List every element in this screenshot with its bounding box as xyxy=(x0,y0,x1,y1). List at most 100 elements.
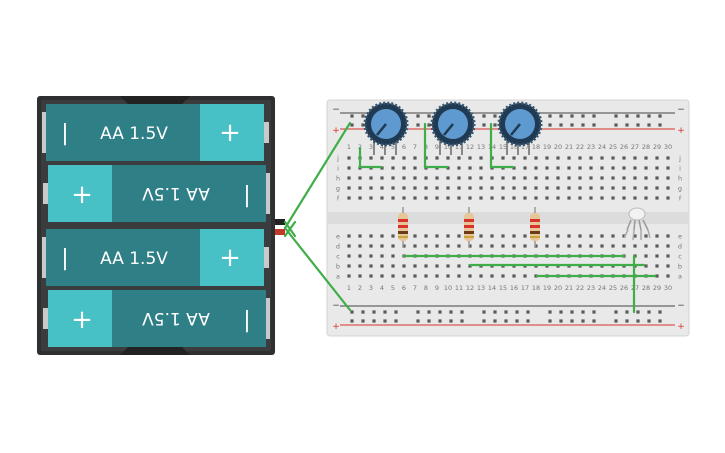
breadboard-hole[interactable] xyxy=(658,123,662,127)
breadboard-hole[interactable] xyxy=(391,264,395,268)
breadboard-hole[interactable] xyxy=(416,123,420,127)
breadboard-hole[interactable] xyxy=(512,176,516,180)
breadboard-hole[interactable] xyxy=(636,123,640,127)
breadboard-hole[interactable] xyxy=(482,123,486,127)
breadboard-hole[interactable] xyxy=(435,234,439,238)
breadboard-hole[interactable] xyxy=(504,310,508,314)
breadboard-hole[interactable] xyxy=(347,186,351,190)
breadboard-hole[interactable] xyxy=(482,319,486,323)
breadboard-hole[interactable] xyxy=(600,234,604,238)
breadboard-hole[interactable] xyxy=(614,310,618,314)
breadboard-hole[interactable] xyxy=(457,264,461,268)
breadboard-hole[interactable] xyxy=(534,196,538,200)
breadboard-hole[interactable] xyxy=(534,186,538,190)
breadboard-hole[interactable] xyxy=(369,244,373,248)
breadboard-hole[interactable] xyxy=(655,176,659,180)
breadboard-hole[interactable] xyxy=(413,234,417,238)
breadboard-hole[interactable] xyxy=(666,274,670,278)
breadboard-hole[interactable] xyxy=(523,196,527,200)
breadboard-hole[interactable] xyxy=(490,244,494,248)
breadboard-hole[interactable] xyxy=(468,244,472,248)
breadboard-hole[interactable] xyxy=(523,156,527,160)
breadboard-hole[interactable] xyxy=(347,274,351,278)
breadboard-hole[interactable] xyxy=(402,156,406,160)
breadboard-hole[interactable] xyxy=(479,186,483,190)
breadboard-hole[interactable] xyxy=(468,186,472,190)
breadboard-hole[interactable] xyxy=(655,264,659,268)
breadboard-hole[interactable] xyxy=(600,244,604,248)
breadboard-hole[interactable] xyxy=(391,176,395,180)
breadboard-hole[interactable] xyxy=(570,114,574,118)
breadboard-hole[interactable] xyxy=(501,176,505,180)
breadboard-hole[interactable] xyxy=(493,123,497,127)
breadboard-hole[interactable] xyxy=(556,156,560,160)
resistor-2[interactable] xyxy=(464,207,474,247)
breadboard-hole[interactable] xyxy=(523,274,527,278)
breadboard-hole[interactable] xyxy=(446,234,450,238)
breadboard-hole[interactable] xyxy=(361,123,365,127)
breadboard-hole[interactable] xyxy=(446,244,450,248)
breadboard-hole[interactable] xyxy=(636,310,640,314)
breadboard-hole[interactable] xyxy=(622,176,626,180)
breadboard-hole[interactable] xyxy=(369,234,373,238)
breadboard-hole[interactable] xyxy=(394,319,398,323)
breadboard-hole[interactable] xyxy=(369,264,373,268)
breadboard-hole[interactable] xyxy=(545,234,549,238)
breadboard-hole[interactable] xyxy=(350,310,354,314)
breadboard-hole[interactable] xyxy=(427,114,431,118)
breadboard-hole[interactable] xyxy=(435,264,439,268)
breadboard-hole[interactable] xyxy=(391,274,395,278)
breadboard-hole[interactable] xyxy=(523,234,527,238)
breadboard-hole[interactable] xyxy=(567,166,571,170)
resistor-3[interactable] xyxy=(530,207,540,247)
breadboard-hole[interactable] xyxy=(369,274,373,278)
breadboard-hole[interactable] xyxy=(534,176,538,180)
breadboard-hole[interactable] xyxy=(435,176,439,180)
breadboard-hole[interactable] xyxy=(402,196,406,200)
breadboard-hole[interactable] xyxy=(457,244,461,248)
breadboard-hole[interactable] xyxy=(592,310,596,314)
breadboard-hole[interactable] xyxy=(435,244,439,248)
breadboard-hole[interactable] xyxy=(413,156,417,160)
breadboard-hole[interactable] xyxy=(424,234,428,238)
breadboard-hole[interactable] xyxy=(526,319,530,323)
breadboard-hole[interactable] xyxy=(559,319,563,323)
breadboard-hole[interactable] xyxy=(548,319,552,323)
breadboard-hole[interactable] xyxy=(523,244,527,248)
breadboard-hole[interactable] xyxy=(457,156,461,160)
breadboard-hole[interactable] xyxy=(490,196,494,200)
breadboard-hole[interactable] xyxy=(413,176,417,180)
breadboard-hole[interactable] xyxy=(361,114,365,118)
breadboard-hole[interactable] xyxy=(369,156,373,160)
breadboard-hole[interactable] xyxy=(380,166,384,170)
breadboard-hole[interactable] xyxy=(457,234,461,238)
breadboard-hole[interactable] xyxy=(570,319,574,323)
breadboard-hole[interactable] xyxy=(655,166,659,170)
breadboard-hole[interactable] xyxy=(614,319,618,323)
breadboard-hole[interactable] xyxy=(402,166,406,170)
breadboard-hole[interactable] xyxy=(380,156,384,160)
breadboard-hole[interactable] xyxy=(567,244,571,248)
breadboard-hole[interactable] xyxy=(545,156,549,160)
breadboard-hole[interactable] xyxy=(633,196,637,200)
breadboard-hole[interactable] xyxy=(501,196,505,200)
breadboard-hole[interactable] xyxy=(592,319,596,323)
breadboard-hole[interactable] xyxy=(460,319,464,323)
breadboard-hole[interactable] xyxy=(666,166,670,170)
breadboard-hole[interactable] xyxy=(655,274,659,278)
breadboard-hole[interactable] xyxy=(567,234,571,238)
breadboard-hole[interactable] xyxy=(647,114,651,118)
breadboard-hole[interactable] xyxy=(611,166,615,170)
breadboard-hole[interactable] xyxy=(501,186,505,190)
breadboard-hole[interactable] xyxy=(567,156,571,160)
breadboard-hole[interactable] xyxy=(658,114,662,118)
breadboard-hole[interactable] xyxy=(457,196,461,200)
breadboard-hole[interactable] xyxy=(600,176,604,180)
breadboard-hole[interactable] xyxy=(611,244,615,248)
breadboard-hole[interactable] xyxy=(559,123,563,127)
breadboard-hole[interactable] xyxy=(468,166,472,170)
breadboard-hole[interactable] xyxy=(625,114,629,118)
breadboard-hole[interactable] xyxy=(548,310,552,314)
breadboard-hole[interactable] xyxy=(658,319,662,323)
breadboard-hole[interactable] xyxy=(655,244,659,248)
